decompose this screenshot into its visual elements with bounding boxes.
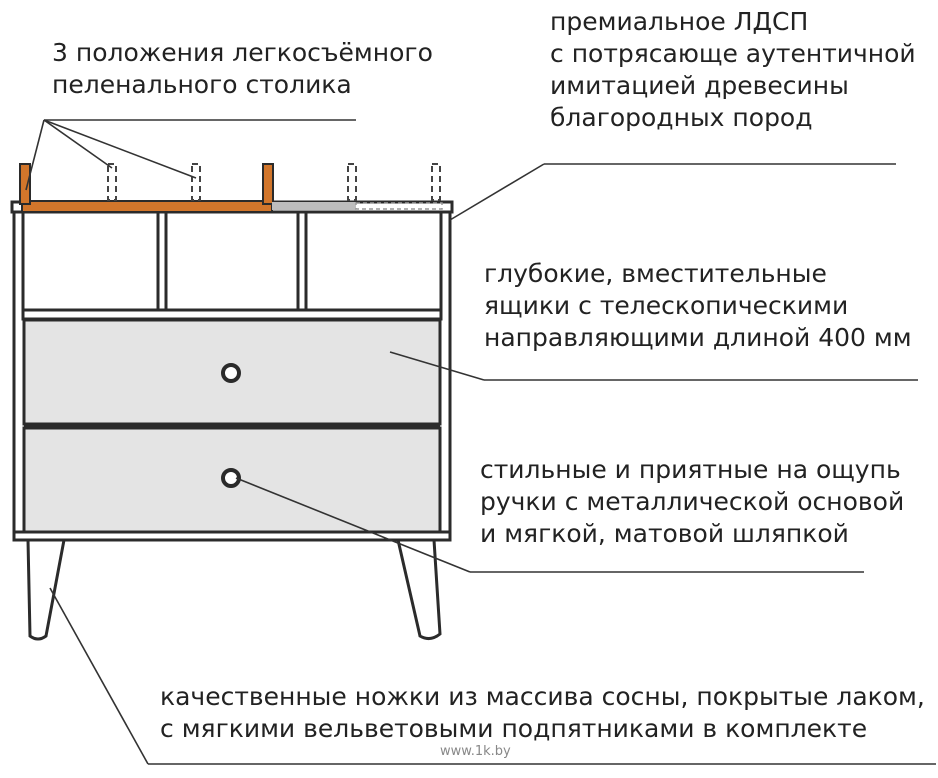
callout-line: имитацией древесины: [550, 71, 849, 100]
callout-line: пеленального столика: [52, 70, 352, 99]
callout-line: с потрясающе аутентичной: [550, 39, 916, 68]
callout-ldsp: премиальное ЛДСП с потрясающе аутентично…: [550, 6, 916, 134]
callout-line: стильные и приятные на ощупь: [480, 455, 901, 484]
right-leg: [396, 538, 442, 641]
callout-handles: стильные и приятные на ощупь ручки с мет…: [480, 454, 904, 550]
callout-line: премиальное ЛДСП: [550, 7, 809, 36]
callout-line: качественные ножки из массива сосны, пок…: [160, 682, 925, 711]
leader-drawers: [389, 351, 485, 381]
alt-post-4: [431, 163, 441, 201]
leader-ldsp: [449, 163, 545, 221]
alt-post-3: [347, 163, 357, 201]
callout-line: ящики с телескопическими: [484, 291, 849, 320]
leader-table-1: [25, 119, 45, 191]
callout-drawers: глубокие, вместительные ящики с телескоп…: [484, 258, 912, 354]
callout-line: 3 положения легкосъёмного: [52, 38, 433, 67]
callout-line: направляющими длиной 400 мм: [484, 323, 912, 352]
lower-drawer-handle: [221, 468, 241, 488]
callout-legs: качественные ножки из массива сосны, пок…: [160, 681, 925, 745]
changing-table-alt-board: [272, 202, 356, 210]
callout-line: благородных пород: [550, 103, 813, 132]
alt-post-2: [191, 163, 201, 201]
changing-table-right-post: [262, 163, 274, 205]
callout-line: ручки с металлической основой: [480, 487, 905, 516]
callout-line: с мягкими вельветовыми подпятниками в ко…: [160, 714, 868, 743]
leader-table-3: [43, 119, 197, 179]
watermark: www.1k.by: [440, 744, 511, 759]
callout-line: и мягкой, матовой шляпкой: [480, 519, 849, 548]
changing-table-left-post: [19, 163, 31, 205]
left-leg: [26, 538, 66, 641]
alt-post-1: [107, 163, 117, 201]
changing-table-alt-board-2: [355, 202, 443, 210]
upper-drawer-handle: [221, 363, 241, 383]
callout-changing-table: 3 положения легкосъёмного пеленального с…: [52, 37, 433, 101]
legs: [26, 538, 442, 641]
bottom-board: [12, 530, 452, 542]
leader-legs: [49, 587, 149, 765]
leader-table-2: [43, 119, 113, 169]
open-compartment-area: [21, 210, 443, 312]
leader-handles: [235, 477, 471, 573]
alt-position-posts: [107, 163, 441, 201]
leader-lines: [25, 119, 936, 765]
shelf-board: [21, 308, 443, 321]
changing-table: [19, 163, 443, 213]
changing-table-board: [21, 200, 273, 213]
callout-line: глубокие, вместительные: [484, 259, 827, 288]
